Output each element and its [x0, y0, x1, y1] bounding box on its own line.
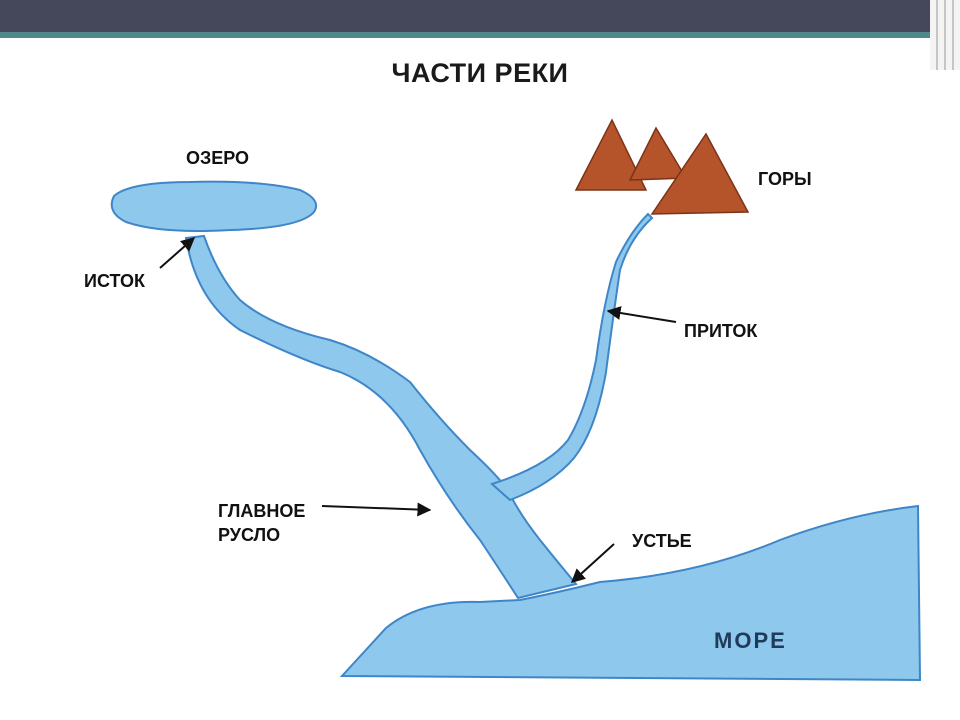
accent-stripe [0, 32, 960, 38]
label-lake: ОЗЕРО [186, 148, 250, 168]
mountain-peak-middle [628, 126, 688, 181]
tributary-arrow [606, 306, 677, 323]
mouth-arrow [570, 543, 615, 583]
top-bar [0, 0, 960, 32]
diagram-title: ЧАСТИ РЕКИ [391, 58, 569, 88]
lake-shape [110, 180, 318, 232]
label-mouth: УСТЬЕ [632, 531, 692, 551]
label-main-channel-line1: ГЛАВНОЕ [218, 501, 306, 521]
label-source: ИСТОК [84, 271, 146, 291]
label-sea: МОРЕ [714, 628, 787, 653]
source-arrow [159, 237, 196, 269]
label-tributary: ПРИТОК [684, 321, 758, 341]
label-mountains: ГОРЫ [758, 169, 812, 189]
slide-corner-decoration [930, 0, 960, 70]
mountain-peak-right [650, 132, 750, 215]
label-main-channel-line2: РУСЛО [218, 525, 281, 545]
tributary-stream [490, 212, 654, 502]
main-river-channel [184, 234, 578, 600]
mountain-peak-left [574, 118, 648, 191]
sea-shape [339, 504, 922, 682]
main-channel-arrow [321, 502, 432, 517]
